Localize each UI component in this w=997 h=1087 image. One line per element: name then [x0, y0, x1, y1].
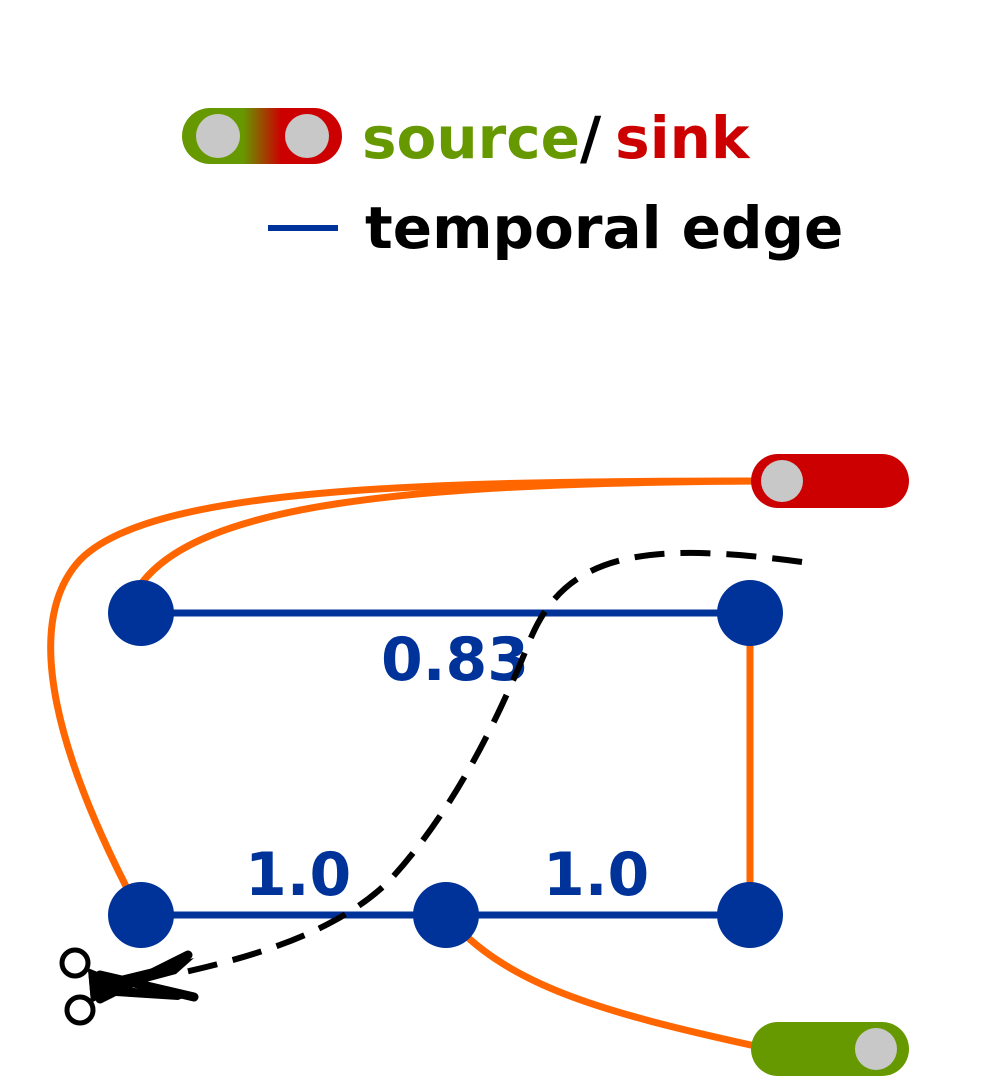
cut-line: [184, 549, 803, 975]
temporal-edges: [141, 609, 750, 919]
legend-sink-label: sink: [615, 104, 751, 172]
legend-temporal-edge-label: temporal edge: [365, 194, 843, 262]
connection-node-bottom-middle-to-source: [442, 911, 764, 1051]
edge-weight-top: 0.83: [381, 625, 529, 695]
node-bottom-left: [108, 882, 174, 948]
node-top-right: [717, 580, 783, 646]
edge-weight-bottom-right: 1.0: [543, 840, 649, 910]
graph-nodes: [108, 580, 783, 948]
source-terminal-icon: [751, 1022, 909, 1076]
legend: source/sink temporal edge: [182, 104, 843, 262]
legend-source-sink-text: source/sink: [362, 104, 751, 172]
source-sink-toggle-icon: [182, 108, 342, 164]
node-bottom-middle: [413, 882, 479, 948]
connection-sink-to-node-bottom-left: [47, 477, 764, 919]
scissors-icon: [59, 947, 199, 1026]
sink-terminal-icon: [751, 454, 909, 508]
node-bottom-right: [717, 882, 783, 948]
orange-connections: [47, 477, 764, 1051]
edge-weight-bottom-left: 1.0: [245, 840, 351, 910]
node-top-left: [108, 580, 174, 646]
connection-sink-to-node-top-left: [137, 477, 764, 588]
legend-source-label: source: [362, 104, 580, 172]
legend-separator: /: [580, 104, 602, 172]
